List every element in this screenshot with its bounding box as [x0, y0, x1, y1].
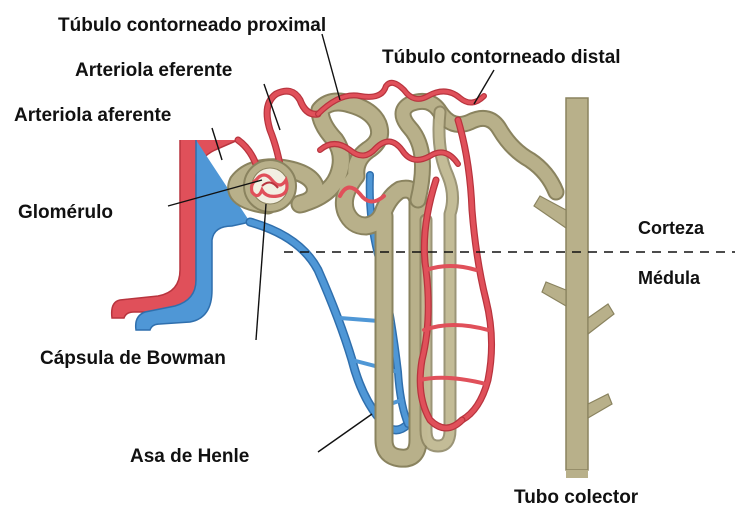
nephron-tubule: [237, 101, 556, 458]
label-glomerulus: Glomérulo: [18, 202, 113, 223]
label-medulla: Médula: [638, 268, 701, 288]
label-proximal-tubule: Túbulo contorneado proximal: [58, 15, 326, 36]
glomerulus-tuft: [244, 160, 296, 212]
label-bowman-capsule: Cápsula de Bowman: [40, 348, 226, 369]
label-distal-tubule: Túbulo contorneado distal: [382, 47, 621, 68]
label-efferent-arteriole: Arteriola eferente: [75, 60, 232, 81]
label-loop-of-henle: Asa de Henle: [130, 446, 249, 467]
label-afferent-arteriole: Arteriola aferente: [14, 105, 171, 126]
collecting-duct: [534, 98, 614, 478]
label-collecting-duct: Tubo colector: [514, 487, 639, 508]
label-cortex: Corteza: [638, 218, 705, 238]
